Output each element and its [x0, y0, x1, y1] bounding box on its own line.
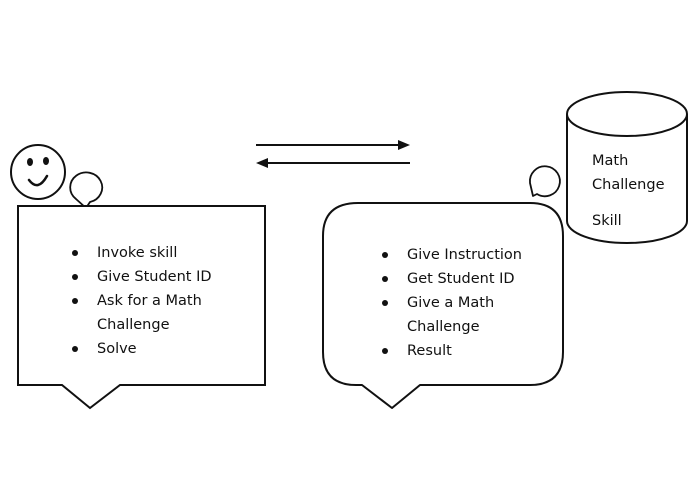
database-title: Math Challenge — [592, 153, 665, 193]
left-callout-box — [17, 205, 266, 410]
left-speech-bubble-icon — [69, 171, 104, 209]
database-cylinder-icon — [566, 91, 688, 244]
database-subtitle: Skill — [592, 213, 622, 229]
list-item: Get Student ID — [377, 267, 547, 291]
right-action-list: Give Instruction Get Student ID Give a M… — [377, 243, 547, 363]
list-item: Give Student ID — [67, 265, 237, 289]
list-item: Give a Math Challenge — [377, 291, 547, 339]
list-item: Ask for a Math Challenge — [67, 289, 237, 337]
list-item: Result — [377, 339, 547, 363]
list-item: Invoke skill — [67, 241, 237, 265]
list-item: Give Instruction — [377, 243, 547, 267]
smiley-face-icon — [10, 144, 66, 200]
right-speech-bubble-icon — [529, 165, 561, 198]
left-action-list: Invoke skill Give Student ID Ask for a M… — [67, 241, 237, 361]
bidirectional-arrows-icon — [256, 140, 410, 168]
list-item: Solve — [67, 337, 237, 361]
